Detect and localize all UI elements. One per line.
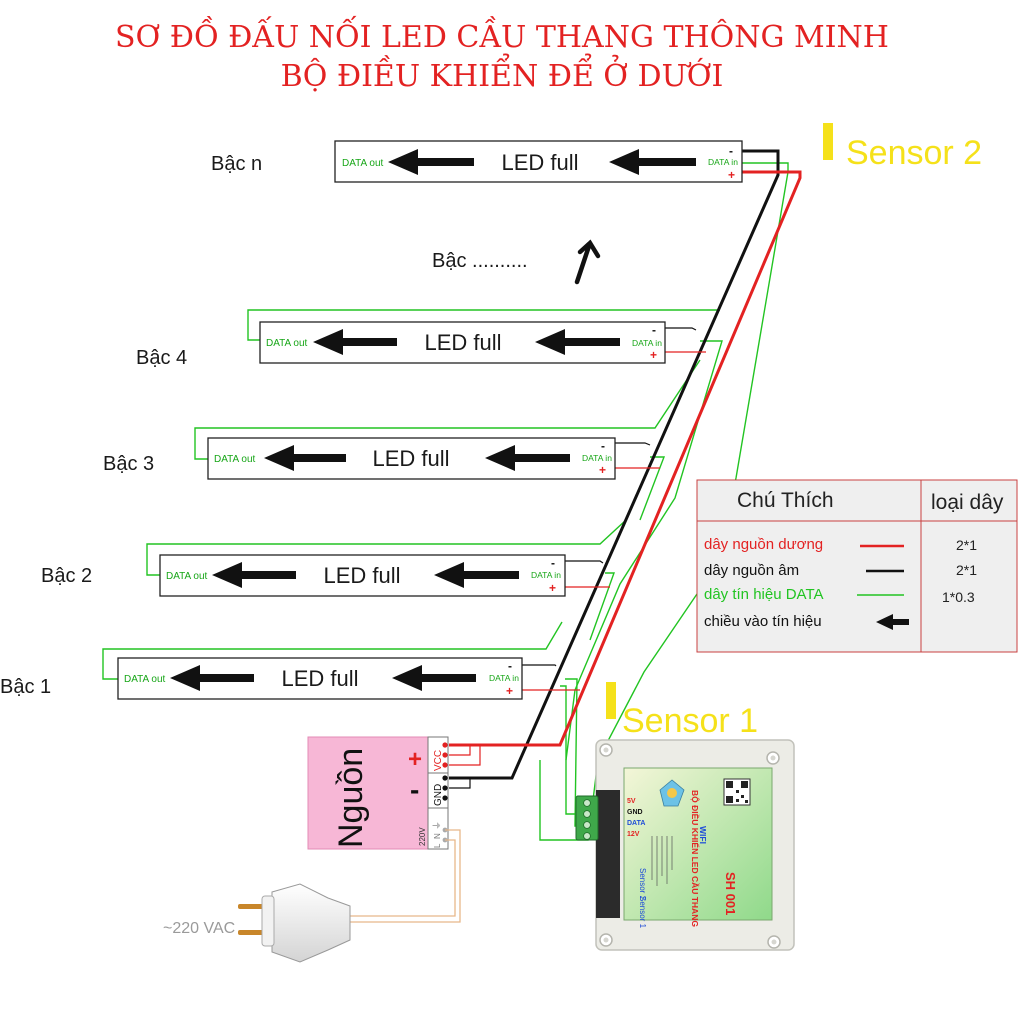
step-label-1: Bậc 1 xyxy=(0,676,51,698)
plus-terminal: + xyxy=(728,168,735,182)
signal-arrow-icon xyxy=(609,149,696,175)
pin-12v-label: 12V xyxy=(627,831,640,838)
led-strip-n: DATA out LED full DATA in - + xyxy=(334,140,743,183)
controller-subtitle: WIFI xyxy=(698,826,708,844)
signal-arrow-icon xyxy=(535,329,620,355)
sensor-2-bar xyxy=(823,123,833,160)
positive-wire xyxy=(449,170,802,747)
legend-table: Chú Thích loại dây dây nguồn dương 2*1 d… xyxy=(696,479,1018,653)
plus-terminal: + xyxy=(650,348,657,362)
controller-model: SH 001 xyxy=(723,872,738,915)
signal-arrow-icon xyxy=(392,665,476,691)
legend-row-label: dây tín hiệu DATA xyxy=(704,586,824,603)
minus-terminal: - xyxy=(508,659,512,673)
signal-arrow-icon xyxy=(485,445,570,471)
signal-arrow-icon xyxy=(212,562,296,588)
legend-header-wire-type: loại dây xyxy=(931,491,1004,514)
data-out-label: DATA out xyxy=(166,571,208,582)
led-strip-label: LED full xyxy=(424,330,501,355)
controller-box: BỘ ĐIỀU KHIỂN LED CẦU THANG WIFI 5V GND … xyxy=(595,739,795,951)
positive-branches xyxy=(449,351,706,766)
ac-wire xyxy=(340,829,461,923)
title-line-2: BỘ ĐIỀU KHIỂN ĐỂ Ở DƯỚI xyxy=(281,53,724,94)
led-strip-4: DATA out LED full DATA in - + xyxy=(259,321,666,364)
negative-wire xyxy=(449,149,780,780)
led-strip-label: LED full xyxy=(372,446,449,471)
ac-voltage-label: ~220 VAC xyxy=(163,920,235,937)
signal-arrow-icon xyxy=(313,329,397,355)
pin-data-label: DATA xyxy=(627,820,645,827)
voltage-label: 220V xyxy=(418,827,427,846)
terminal-block xyxy=(575,795,599,841)
more-steps-label: Bậc .......... xyxy=(432,250,528,272)
plus-terminal: + xyxy=(549,581,556,595)
signal-arrow-icon xyxy=(434,562,519,588)
legend-row-label: chiều vào tín hiệu xyxy=(704,613,822,630)
led-strip-2: DATA out LED full DATA in - + xyxy=(159,554,566,597)
negative-branches xyxy=(449,327,697,789)
legend-row-value: 1*0.3 xyxy=(942,589,975,605)
data-out-label: DATA out xyxy=(342,158,384,169)
step-label-3: Bậc 3 xyxy=(103,453,154,475)
ac-plug xyxy=(238,883,351,963)
data-out-label: DATA out xyxy=(124,674,166,685)
legend-header-note: Chú Thích xyxy=(737,489,834,512)
data-in-label: DATA in xyxy=(632,338,662,348)
signal-arrow-icon xyxy=(264,445,346,471)
power-minus-mark: - xyxy=(410,774,419,805)
led-strip-3: DATA out LED full DATA in - + xyxy=(207,437,616,480)
data-in-label: DATA in xyxy=(708,157,738,167)
legend-row-value: 2*1 xyxy=(956,537,977,553)
pin-gnd-label: GND xyxy=(627,809,643,816)
step-label-4: Bậc 4 xyxy=(136,347,187,369)
vcc-label: VCC xyxy=(433,750,444,771)
led-strip-label: LED full xyxy=(281,666,358,691)
gnd-label: GND xyxy=(433,784,444,806)
led-strip-label: LED full xyxy=(501,150,578,175)
minus-terminal: - xyxy=(601,439,605,453)
step-label-2: Bậc 2 xyxy=(41,565,92,587)
plus-terminal: + xyxy=(599,463,606,477)
power-supply-label: Nguồn xyxy=(332,748,370,848)
power-plus-mark: + xyxy=(408,746,422,773)
data-in-label: DATA in xyxy=(531,570,561,580)
led-strip-label: LED full xyxy=(323,563,400,588)
minus-terminal: - xyxy=(729,144,733,158)
signal-arrow-icon xyxy=(170,665,254,691)
minus-terminal: - xyxy=(652,323,656,337)
data-in-label: DATA in xyxy=(489,673,519,683)
signal-arrow-icon xyxy=(388,149,474,175)
sensor-1-bar xyxy=(606,682,616,719)
ground-terminal-icon: ⏚ xyxy=(432,821,442,830)
line-label: L xyxy=(433,843,442,848)
title-line-1: SƠ ĐỒ ĐẤU NỐI LED CẦU THANG THÔNG MINH xyxy=(115,15,889,55)
legend-row-label: dây nguồn dương xyxy=(704,536,823,553)
step-label-n: Bậc n xyxy=(211,153,262,175)
sensor-1-label: Sensor 1 xyxy=(622,702,758,740)
sensor-2-label: Sensor 2 xyxy=(846,134,982,172)
input-sensor-1-label: Sensor 1 xyxy=(638,896,647,929)
up-arrow-icon xyxy=(574,239,601,285)
power-supply: Nguồn + - VCC GND ⏚ N L 220V xyxy=(307,736,449,850)
data-out-label: DATA out xyxy=(266,338,308,349)
neutral-label: N xyxy=(433,833,442,839)
pin-5v-label: 5V xyxy=(627,798,636,805)
input-sensor-2-label: Sensor 2 xyxy=(638,868,647,901)
data-out-label: DATA out xyxy=(214,454,256,465)
controller-title: BỘ ĐIỀU KHIỂN LED CẦU THANG xyxy=(690,790,701,927)
controller-fine-print xyxy=(651,836,673,886)
legend-row-value: 2*1 xyxy=(956,562,977,578)
legend-row-label: dây nguồn âm xyxy=(704,562,799,579)
data-in-label: DATA in xyxy=(582,453,612,463)
plus-terminal: + xyxy=(506,684,513,698)
minus-terminal: - xyxy=(551,556,555,570)
led-strip-1: DATA out LED full DATA in - + xyxy=(117,657,523,700)
signal-arrow-icon xyxy=(876,614,909,630)
